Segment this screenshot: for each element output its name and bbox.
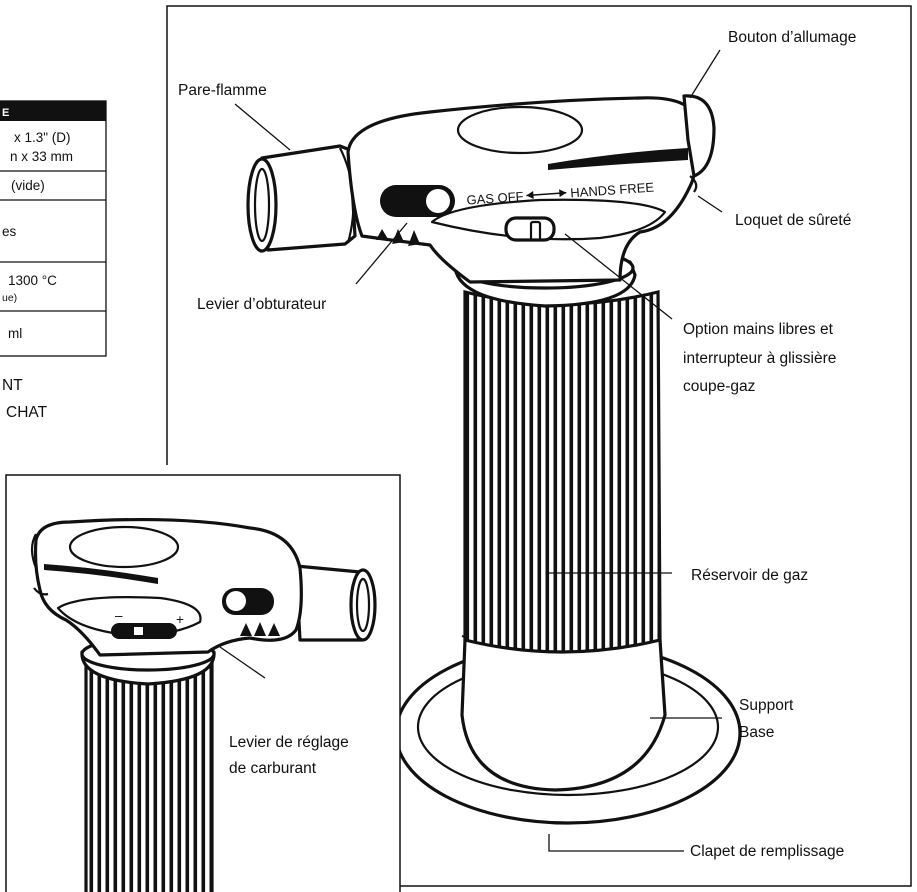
label-levier-reglage-line2: de carburant [229, 760, 317, 777]
inset-torch: – + [30, 517, 377, 892]
label-pare-flamme: Pare-flamme [178, 82, 267, 99]
spec-row-1-line1: x 1.3" (D) [14, 130, 71, 145]
main-frame [166, 5, 912, 887]
label-base: Base [739, 724, 774, 741]
spec-table-header: E [2, 107, 9, 119]
gas-reservoir [463, 289, 662, 654]
inset-torch-head [33, 517, 303, 657]
ignition-button [682, 94, 716, 178]
spec-footer-line1: NT [2, 377, 23, 394]
hands-free-marking: HANDS FREE [570, 180, 655, 201]
fuel-minus-marking: – [115, 608, 123, 623]
label-clapet: Clapet de remplissage [690, 843, 844, 860]
spec-table: E x 1.3" (D) n x 33 mm (vide) es 1300 °C… [0, 100, 107, 421]
label-option-line2: interrupteur à glissière [683, 350, 836, 367]
label-option-line3: coupe-gaz [683, 378, 755, 395]
flame-guard [260, 144, 357, 252]
gas-off-marking: GAS OFF [466, 189, 524, 208]
main-torch: GAS OFF HANDS FREE [246, 94, 742, 825]
label-loquet-surete: Loquet de sûreté [735, 212, 851, 229]
spec-row-2: (vide) [11, 178, 45, 193]
label-support: Support [739, 697, 794, 714]
label-bouton-allumage: Bouton d’allumage [728, 29, 856, 46]
label-levier-reglage-line1: Levier de réglage [229, 734, 349, 751]
safety-lock [689, 175, 698, 193]
spec-row-4-line2: ue) [2, 292, 17, 304]
fuel-plus-marking: + [176, 612, 184, 627]
label-option-line1: Option mains libres et [683, 321, 834, 338]
spec-row-5: ml [8, 326, 22, 341]
label-levier-obturateur: Levier d’obturateur [197, 296, 326, 313]
spec-row-4-line1: 1300 °C [8, 273, 57, 288]
spec-footer-line2: CHAT [6, 404, 48, 421]
spec-row-3: es [2, 224, 17, 239]
spec-row-1-line2: n x 33 mm [10, 149, 73, 164]
fuel-adjust-lever [111, 623, 177, 639]
label-reservoir: Réservoir de gaz [691, 567, 808, 584]
